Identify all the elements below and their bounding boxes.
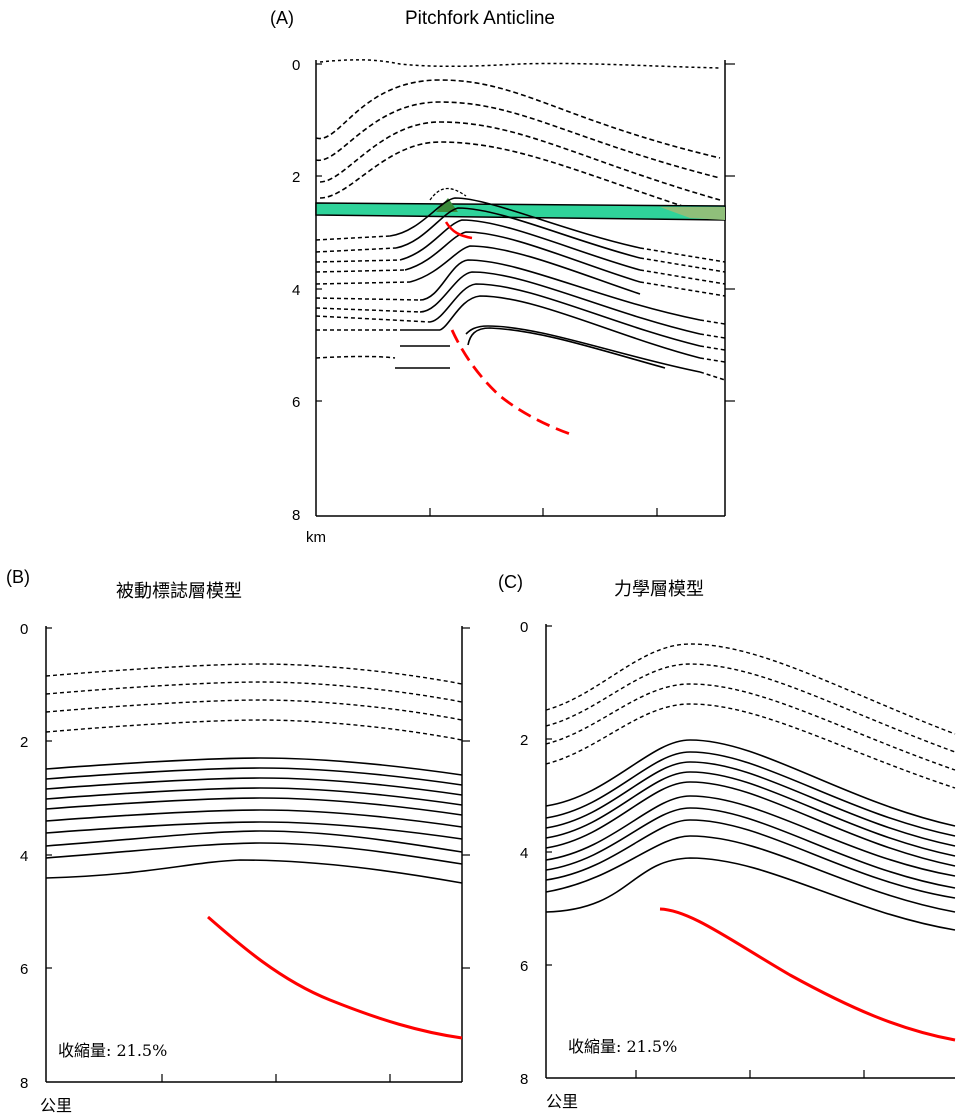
panel-a-ytick-8: 8 (292, 507, 300, 524)
panel-c-label: (C) (498, 572, 523, 592)
panel-c-ytick-0: 0 (520, 619, 528, 636)
panel-c: (C) 力學層模型 0 2 4 6 8 公里 (498, 572, 956, 1111)
panel-b-fault (207, 915, 463, 1040)
panel-a-left-dashed (315, 235, 431, 359)
panel-a-title: Pitchfork Anticline (405, 8, 555, 29)
panel-a-folded-horizons (389, 197, 701, 373)
panel-b-label: (B) (6, 567, 30, 587)
panel-b: (B) 被動標誌層模型 0 2 4 6 8 公里 (6, 567, 470, 1115)
panel-a-ytick-6: 6 (292, 394, 300, 411)
panel-c-ytick-8: 8 (520, 1071, 528, 1088)
panel-b-ytick-8: 8 (20, 1075, 28, 1092)
panel-a-left-solid (395, 329, 450, 369)
panel-b-ytick-2: 2 (20, 734, 28, 751)
panel-b-ticks (46, 627, 470, 1082)
panel-c-ticks (546, 625, 865, 1078)
panel-a-marker-wedge (436, 198, 458, 212)
panel-a-unit: km (306, 529, 326, 546)
panel-c-unit: 公里 (546, 1092, 578, 1111)
panel-b-ytick-4: 4 (20, 848, 28, 865)
panel-c-fault (659, 907, 956, 1042)
panel-a-crest-dotted (429, 187, 467, 201)
panel-c-shortening: 收縮量: 21.5% (568, 1037, 677, 1056)
panel-b-solid-horizons (45, 757, 463, 884)
panel-c-title: 力學層模型 (614, 579, 704, 600)
panel-c-ytick-6: 6 (520, 958, 528, 975)
panel-a-lower-horizon (467, 327, 666, 369)
panel-a-ytick-2: 2 (292, 169, 300, 186)
panel-a-upper-fault (444, 221, 473, 240)
panel-b-ytick-0: 0 (20, 621, 28, 638)
panel-a-upper-horizons (315, 79, 721, 219)
panel-c-ytick-4: 4 (520, 845, 528, 862)
panel-a-surface (319, 59, 721, 69)
panel-a-ticks (316, 63, 735, 516)
panel-a-marker-bed (315, 202, 726, 221)
panel-a-marker-bed-right (660, 207, 725, 220)
panel-b-dashed-horizons (45, 663, 463, 741)
panel-a: (A) Pitchfork Anticline 0 2 4 6 8 km (270, 8, 735, 546)
panel-c-dashed-horizons (545, 643, 956, 789)
panel-a-lower-fault (450, 329, 571, 436)
panel-c-solid-horizons (545, 739, 956, 931)
panel-b-shortening: 收縮量: 21.5% (58, 1041, 167, 1060)
panel-b-unit: 公里 (40, 1096, 72, 1115)
panel-b-ytick-6: 6 (20, 961, 28, 978)
panel-c-ytick-2: 2 (520, 732, 528, 749)
panel-a-label: (A) (270, 8, 294, 28)
panel-a-right-dashed (639, 247, 726, 381)
panel-a-ytick-4: 4 (292, 282, 300, 299)
panel-b-title: 被動標誌層模型 (116, 581, 242, 602)
panel-a-ytick-0: 0 (292, 57, 300, 74)
